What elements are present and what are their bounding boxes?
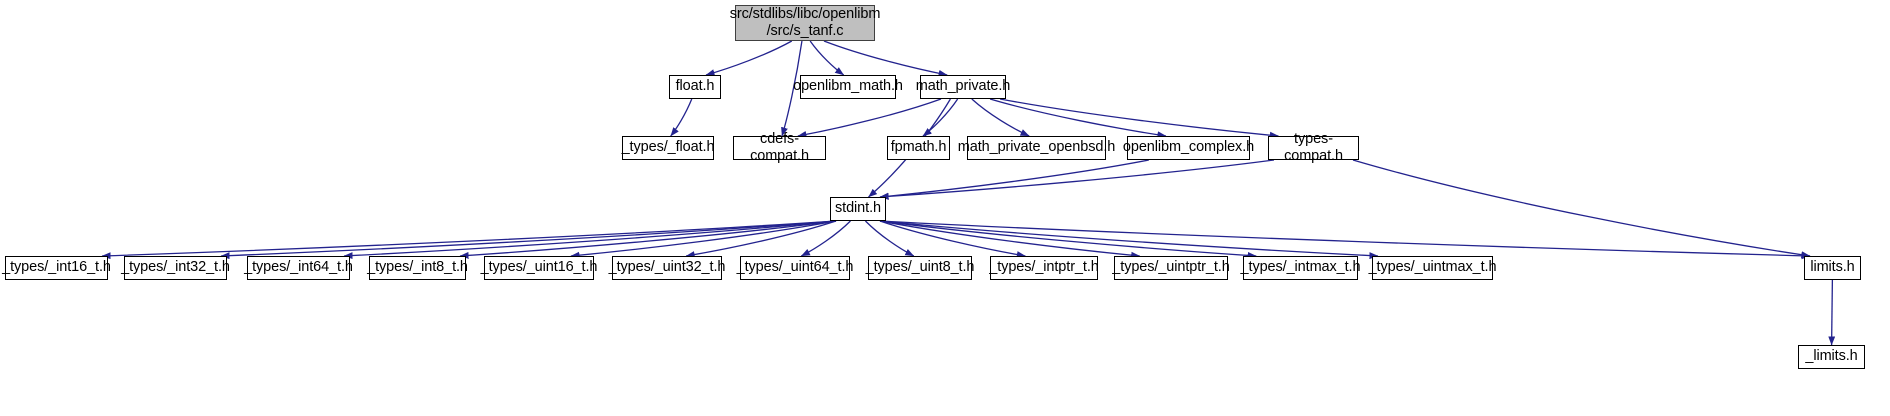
graph-edge-types_compat_h-to-limits_h: [1352, 159, 1811, 259]
graph-edge-stdint_h-to-types_int8_t_h: [459, 220, 837, 259]
graph-edge-s_tanf-to-math_private_h: [823, 40, 948, 77]
graph-node-label: math_private.h: [915, 78, 1011, 95]
graph-edge-stdint_h-to-types_uint8_t_h: [864, 220, 915, 257]
graph-node-label: src/stdlibs/libc/openlibm /src/s_tanf.c: [729, 5, 881, 39]
graph-node-label: _types/_uint8_t.h: [865, 259, 975, 276]
graph-edge-stdint_h-to-types_uint16_t_h: [570, 220, 837, 259]
graph-edge-stdint_h-to-types_intptr_t_h: [879, 220, 1026, 258]
graph-edge-stdint_h-to-types_int32_t_h: [220, 220, 837, 260]
graph-node-types_int16_t_h[interactable]: _types/_int16_t.h: [2, 256, 111, 280]
graph-edge-limits_h-to-limits_under_h: [1828, 279, 1836, 346]
graph-node-types_int32_t_h[interactable]: _types/_int32_t.h: [121, 256, 230, 280]
graph-node-limits_h[interactable]: limits.h: [1804, 256, 1861, 280]
graph-edge-stdint_h-to-types_uint64_t_h: [800, 220, 851, 257]
graph-node-types_uint8_t_h[interactable]: _types/_uint8_t.h: [865, 256, 975, 280]
graph-node-label: fpmath.h: [890, 139, 947, 156]
graph-node-types_uint16_t_h[interactable]: _types/_uint16_t.h: [481, 256, 597, 280]
graph-edge-s_tanf-to-float_h: [705, 40, 793, 77]
graph-node-label: cdefs-compat.h: [750, 130, 809, 164]
graph-node-label: _types/_uintptr_t.h: [1112, 259, 1230, 276]
graph-node-label: _types/_float.h: [621, 139, 715, 156]
graph-node-types_int64_t_h[interactable]: _types/_int64_t.h: [244, 256, 353, 280]
graph-node-label: _types/_uintmax_t.h: [1368, 259, 1497, 276]
graph-node-s_tanf[interactable]: src/stdlibs/libc/openlibm /src/s_tanf.c: [730, 5, 880, 41]
graph-edge-math_private_h-to-math_private_openbsd_h: [971, 98, 1030, 137]
graph-node-types_uint32_t_h[interactable]: _types/_uint32_t.h: [609, 256, 725, 280]
graph-node-math_private_h[interactable]: math_private.h: [916, 75, 1010, 99]
graph-node-types_float_h[interactable]: _types/_float.h: [621, 136, 715, 160]
graph-node-types_intptr_t_h[interactable]: _types/_intptr_t.h: [989, 256, 1099, 280]
graph-edge-stdint_h-to-types_uintmax_t_h: [879, 220, 1379, 260]
graph-node-types_compat_h[interactable]: types-compat.h: [1268, 131, 1359, 164]
graph-node-openlibm_math_h[interactable]: openlibm_math.h: [793, 75, 903, 99]
graph-node-label: _types/_int16_t.h: [2, 259, 111, 276]
graph-node-label: openlibm_math.h: [793, 78, 903, 95]
graph-edge-s_tanf-to-openlibm_math_h: [809, 40, 845, 76]
graph-node-types_uintptr_t_h[interactable]: _types/_uintptr_t.h: [1112, 256, 1230, 280]
graph-node-label: _limits.h: [1805, 348, 1858, 365]
graph-node-limits_under_h[interactable]: _limits.h: [1798, 345, 1865, 369]
graph-edge-stdint_h-to-types_intmax_t_h: [879, 220, 1257, 259]
graph-edge-stdint_h-to-types_uintptr_t_h: [879, 220, 1141, 259]
graph-node-types_int8_t_h[interactable]: _types/_int8_t.h: [367, 256, 468, 280]
graph-node-label: float.h: [675, 78, 715, 95]
graph-node-label: stdint.h: [835, 200, 881, 217]
graph-node-label: _types/_intptr_t.h: [989, 259, 1099, 276]
graph-node-types_uintmax_t_h[interactable]: _types/_uintmax_t.h: [1369, 256, 1497, 280]
graph-node-label: _types/_int8_t.h: [367, 259, 468, 276]
graph-node-label: _types/_uint32_t.h: [608, 259, 726, 276]
graph-node-label: _types/_int64_t.h: [244, 259, 353, 276]
graph-edge-math_private_h-to-types_compat_h: [999, 98, 1279, 139]
graph-edge-openlibm_complex_h-to-stdint_h: [879, 159, 1149, 200]
graph-node-label: _types/_uint16_t.h: [480, 259, 598, 276]
graph-node-float_h[interactable]: float.h: [669, 75, 721, 99]
graph-edge-math_private_h-to-openlibm_complex_h: [989, 98, 1167, 139]
graph-node-types_uint64_t_h[interactable]: _types/_uint64_t.h: [737, 256, 853, 280]
graph-edge-stdint_h-to-types_int16_t_h: [101, 220, 837, 260]
graph-node-stdint_h[interactable]: stdint.h: [830, 197, 886, 221]
graph-node-math_private_openbsd_h[interactable]: math_private_openbsd.h: [958, 136, 1115, 160]
graph-node-label: limits.h: [1810, 259, 1855, 276]
graph-node-label: _types/_int32_t.h: [121, 259, 230, 276]
graph-node-openlibm_complex_h[interactable]: openlibm_complex.h: [1123, 136, 1254, 160]
graph-node-label: _types/_intmax_t.h: [1240, 259, 1361, 276]
graph-edge-stdint_h-to-limits_h: [879, 220, 1811, 260]
graph-node-types_intmax_t_h[interactable]: _types/_intmax_t.h: [1240, 256, 1361, 280]
graph-node-cdefs_compat_h[interactable]: cdefs-compat.h: [733, 131, 826, 164]
graph-node-label: math_private_openbsd.h: [957, 139, 1116, 156]
graph-node-label: openlibm_complex.h: [1122, 139, 1255, 156]
graph-edge-types_compat_h-to-stdint_h: [879, 159, 1275, 200]
graph-edge-stdint_h-to-types_int64_t_h: [343, 220, 837, 260]
graph-node-label: types-compat.h: [1284, 130, 1343, 164]
graph-edge-float_h-to-types_float_h: [670, 98, 693, 137]
graph-node-fpmath_h[interactable]: fpmath.h: [887, 136, 950, 160]
graph-edge-stdint_h-to-types_uint32_t_h: [685, 220, 837, 259]
graph-edge-math_private_h-to-fpmath_h: [922, 98, 959, 137]
graph-node-label: _types/_uint64_t.h: [736, 259, 854, 276]
